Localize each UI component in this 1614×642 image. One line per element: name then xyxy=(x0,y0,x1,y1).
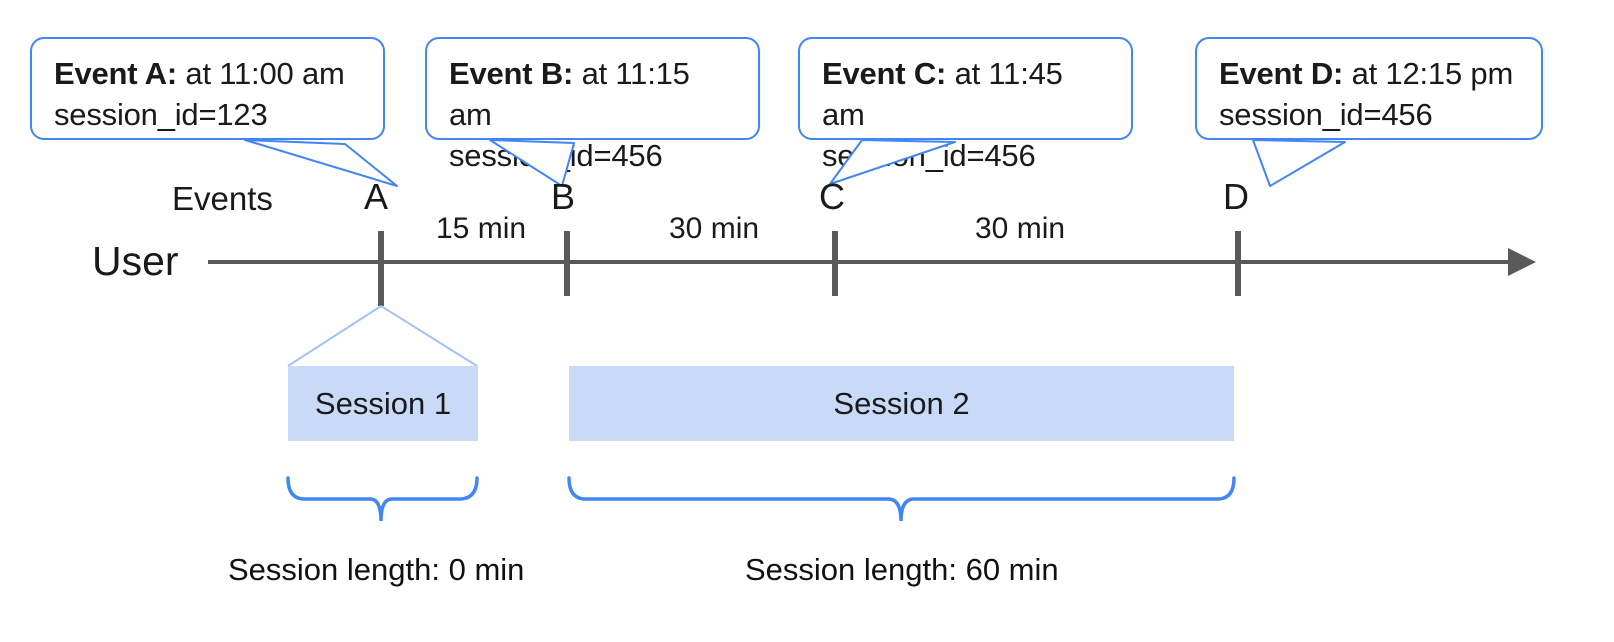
session-2-brace xyxy=(567,476,1236,522)
callout-c-title: Event C: xyxy=(822,56,947,91)
callout-b-time: at 11:15 am xyxy=(449,56,690,133)
session-bar-2: Session 2 xyxy=(569,366,1234,441)
gap-label-c-d: 30 min xyxy=(975,212,1066,245)
callout-a-title: Event A: xyxy=(54,56,177,91)
callout-d-session: session_id=456 xyxy=(1219,97,1433,133)
callout-a-session: session_id=123 xyxy=(54,97,268,133)
callout-a-time: at 11:00 am xyxy=(177,56,345,91)
callout-event-c: Event C: at 11:45 am session_id=456 xyxy=(798,37,1133,173)
events-row-label: Events xyxy=(172,180,273,217)
session-1-length-label: Session length: 0 min xyxy=(228,552,525,587)
callout-event-b: Event B: at 11:15 am session_id=456 xyxy=(425,37,760,173)
callout-tail-d xyxy=(1252,139,1346,187)
callout-d-time: at 12:15 pm xyxy=(1343,56,1514,91)
session-bar-2-label: Session 2 xyxy=(833,385,970,421)
event-marker-label-a: A xyxy=(364,176,389,217)
gap-label-a-b: 15 min xyxy=(436,212,527,245)
session-bar-1-label: Session 1 xyxy=(314,385,452,421)
callout-b-session: session_id=456 xyxy=(449,138,663,174)
callout-b-title: Event B: xyxy=(449,56,574,91)
user-axis-label: User xyxy=(92,238,179,284)
callout-event-a: Event A: at 11:00 am session_id=123 xyxy=(30,37,385,140)
event-marker-label-b: B xyxy=(551,176,576,217)
session-bar-1: Session 1 xyxy=(288,366,478,441)
callout-c-time: at 11:45 am xyxy=(822,56,1063,133)
callout-c-session: session_id=456 xyxy=(822,138,1036,174)
session-2-length-label: Session length: 60 min xyxy=(745,552,1059,587)
session-1-funnel xyxy=(287,305,478,367)
session-1-brace xyxy=(286,476,479,522)
event-marker-label-d: D xyxy=(1223,176,1249,217)
axis-arrow-icon xyxy=(1508,248,1536,276)
callout-d-title: Event D: xyxy=(1219,56,1344,91)
event-marker-label-c: C xyxy=(819,176,845,217)
callout-event-d: Event D: at 12:15 pm session_id=456 xyxy=(1195,37,1543,140)
timeline-axis xyxy=(208,248,1536,276)
gap-label-b-c: 30 min xyxy=(669,212,760,245)
